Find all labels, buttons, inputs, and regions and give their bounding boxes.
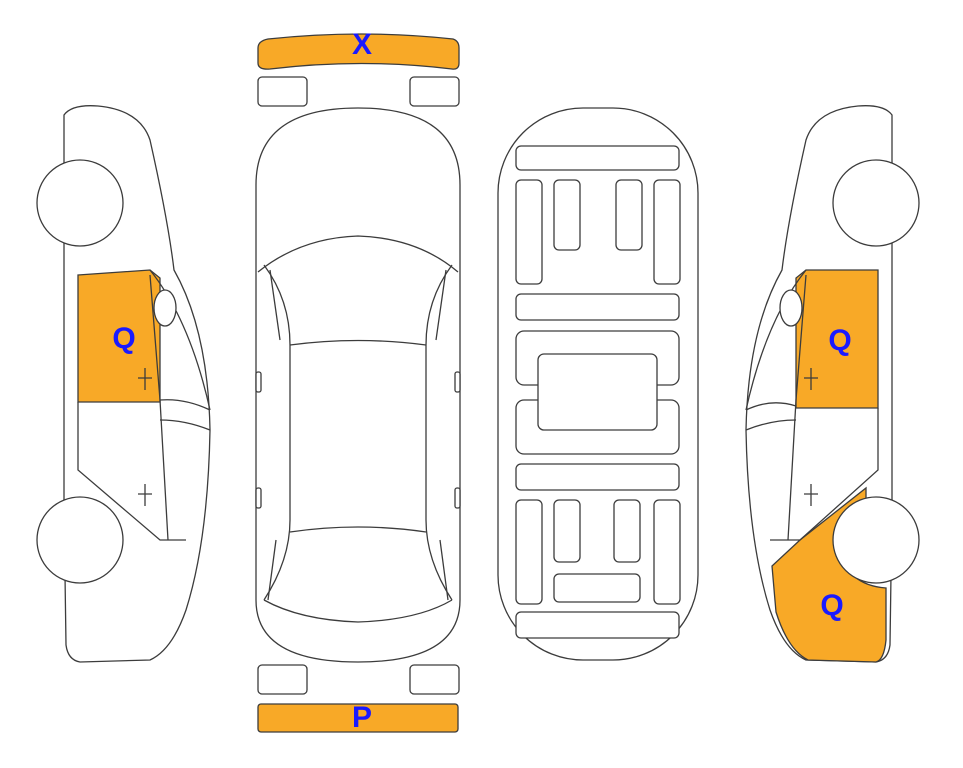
underside-crossmember-rear [515,463,680,491]
left-front-handle [138,368,152,390]
top-view-right-pillar [435,269,449,601]
right-side-windows [745,269,807,431]
front-bumper-label: X [352,28,372,61]
underside-rear-left-rail [515,499,543,605]
front-bumper-shape[interactable] [257,33,460,70]
right-side-view: Q Q [745,105,920,663]
underside-exhaust-box [553,573,641,603]
top-view-left-handle [255,487,262,509]
left-rear-handle [138,484,152,506]
underside-front-left-box [553,179,581,251]
underside-rear-left-box [553,499,581,563]
rear-bumper-shape[interactable] [257,703,459,733]
right-rear-wheel[interactable] [832,496,920,584]
underside-view [497,107,699,661]
right-front-handle [804,368,818,390]
underside-rear-bar [515,611,680,639]
front-bumper[interactable]: X [257,28,460,70]
rear-right-light[interactable] [409,664,460,695]
left-front-door-label: Q [112,322,135,355]
right-side-pillar [787,274,807,541]
top-view-body[interactable] [255,107,461,663]
right-side-mirror[interactable] [779,289,803,327]
underside-rear-right-rail [653,499,681,605]
underside-crossmember-front [515,293,680,321]
top-view-roof-front [289,339,427,346]
underside-center-plate [537,353,658,431]
left-front-wheel[interactable] [36,159,124,247]
top-view-cabin-outline [263,264,453,601]
top-view-right-mirror [454,371,461,393]
underside-front-bar [515,145,680,171]
underside-front-right-box [615,179,643,251]
right-rear-quarter-label: Q [820,589,843,622]
right-front-door[interactable] [795,269,879,409]
top-view-car [255,107,461,663]
right-front-wheel[interactable] [832,159,920,247]
top-view-rear-window [263,599,453,623]
left-side-mirror[interactable] [153,289,177,327]
underside-front-left-rail [515,179,543,285]
underside-front-right-rail [653,179,681,285]
top-view-left-pillar [267,269,281,601]
right-rear-door [770,408,879,541]
front-right-light[interactable] [409,76,460,107]
top-view-left-mirror [255,371,262,393]
front-left-light[interactable] [257,76,308,107]
left-rear-wheel[interactable] [36,496,124,584]
left-side-view: Q [36,105,211,663]
left-rear-door [77,402,186,541]
rear-bumper-label: P [352,701,372,734]
left-front-door[interactable] [77,269,161,403]
rear-bumper[interactable]: P [257,701,459,734]
right-front-door-label: Q [828,324,851,357]
underside-rear-right-box [613,499,641,563]
left-side-pillar [149,274,169,541]
left-side-windows [149,269,211,431]
top-view-windshield [257,235,459,273]
rear-left-light[interactable] [257,664,308,695]
right-rear-handle [804,484,818,506]
top-view-roof-rear [289,526,427,533]
top-view-right-handle [454,487,461,509]
